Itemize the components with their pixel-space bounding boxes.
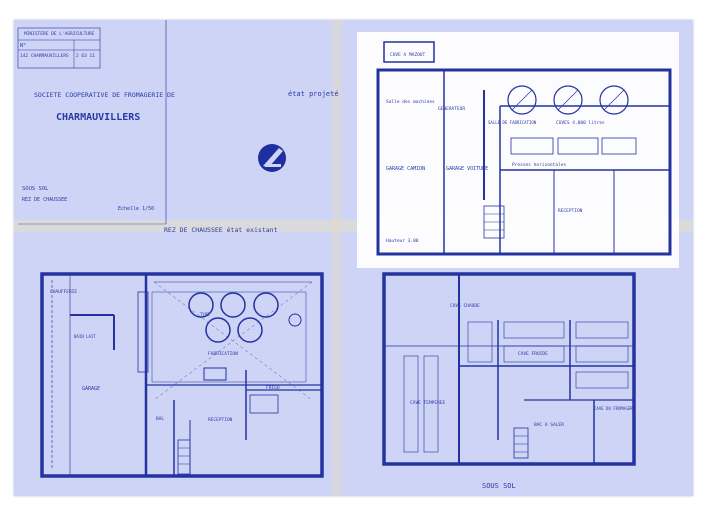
ministry-text: MINISTERE DE L'AGRICULTURE [24,31,95,37]
label-cuve-mazout: CUVE A MAZOUT [390,52,426,58]
label-hauteur: Hauteur 3.00 [386,238,419,244]
label-bain-lait: BAIN LAIT [74,334,96,339]
label-cuve: TYPE [200,312,210,317]
logo-icon [258,144,286,172]
code-right: 2 63 11 [76,53,95,59]
sheet-line-2: REZ DE CHAUSSEE [22,197,67,203]
ground-floor-title: REZ DE CHAUSSEE état existant [164,226,278,234]
projected-plan: CUVE A MAZOUT Salle des machines GENERAT… [357,32,679,268]
label-garage-voiture: GARAGE VOITURE [446,166,488,172]
sheet-line-1: SOUS SOL [22,186,49,192]
fold-stain-vertical [332,20,342,496]
projected-title: état projeté [288,90,339,98]
scale-text: Echelle 1/50 [118,206,154,212]
project-code: 142 CHARMAUVILLERS [20,53,69,59]
label-garage-camion: GARAGE CAMION [386,166,425,172]
label-cave-fromager: CAVE DU FROMAGER [594,406,633,411]
label-presses: Presses horizontales [512,162,566,168]
number-label: N° [20,43,26,49]
label-chaufferie: CHAUFFERIE [50,289,77,295]
label-cave-chaude: CAVE CHAUDE [450,303,480,309]
label-frigo: FRIGO [266,385,280,391]
label-cave-temperee: CAVE TEMPEREE [410,400,446,406]
ground-floor-plan: CHAUFFERIE GARAGE BAIN LAIT FABRICATION … [40,272,324,478]
title-block: MINISTERE DE L'AGRICULTURE N° 142 CHARMA… [17,27,101,69]
label-salle-fabrication: SALLE DE FABRICATION [488,120,537,125]
label-salle-machines: Salle des machines [386,99,435,105]
basement-plan: CAVE CHAUDE CAVE FROIDE CAVE TEMPEREE BA… [382,272,636,466]
society-text: SOCIETE COOPERATIVE DE FROMAGERIE DE [34,91,175,99]
label-fabrication: FABRICATION [208,351,238,357]
town-text: CHARMAUVILLERS [56,112,140,123]
basement-title: SOUS SOL [482,482,516,490]
label-bac-saler: BAC A SALER [534,422,564,428]
label-garage: GARAGE [82,386,100,392]
label-reception: RECEPTION [558,208,583,214]
label-cuves: CUVES 4.000 litres [556,120,605,126]
label-bal: BAL [156,416,164,422]
label-reception-existing: RECEPTION [208,417,233,423]
label-generateur: GENERATEUR [438,106,465,112]
blueprint-drawing: MINISTERE DE L'AGRICULTURE N° 142 CHARMA… [14,20,693,496]
label-cave-froide: CAVE FROIDE [518,351,548,357]
blueprint-sheet: MINISTERE DE L'AGRICULTURE N° 142 CHARMA… [14,20,693,496]
